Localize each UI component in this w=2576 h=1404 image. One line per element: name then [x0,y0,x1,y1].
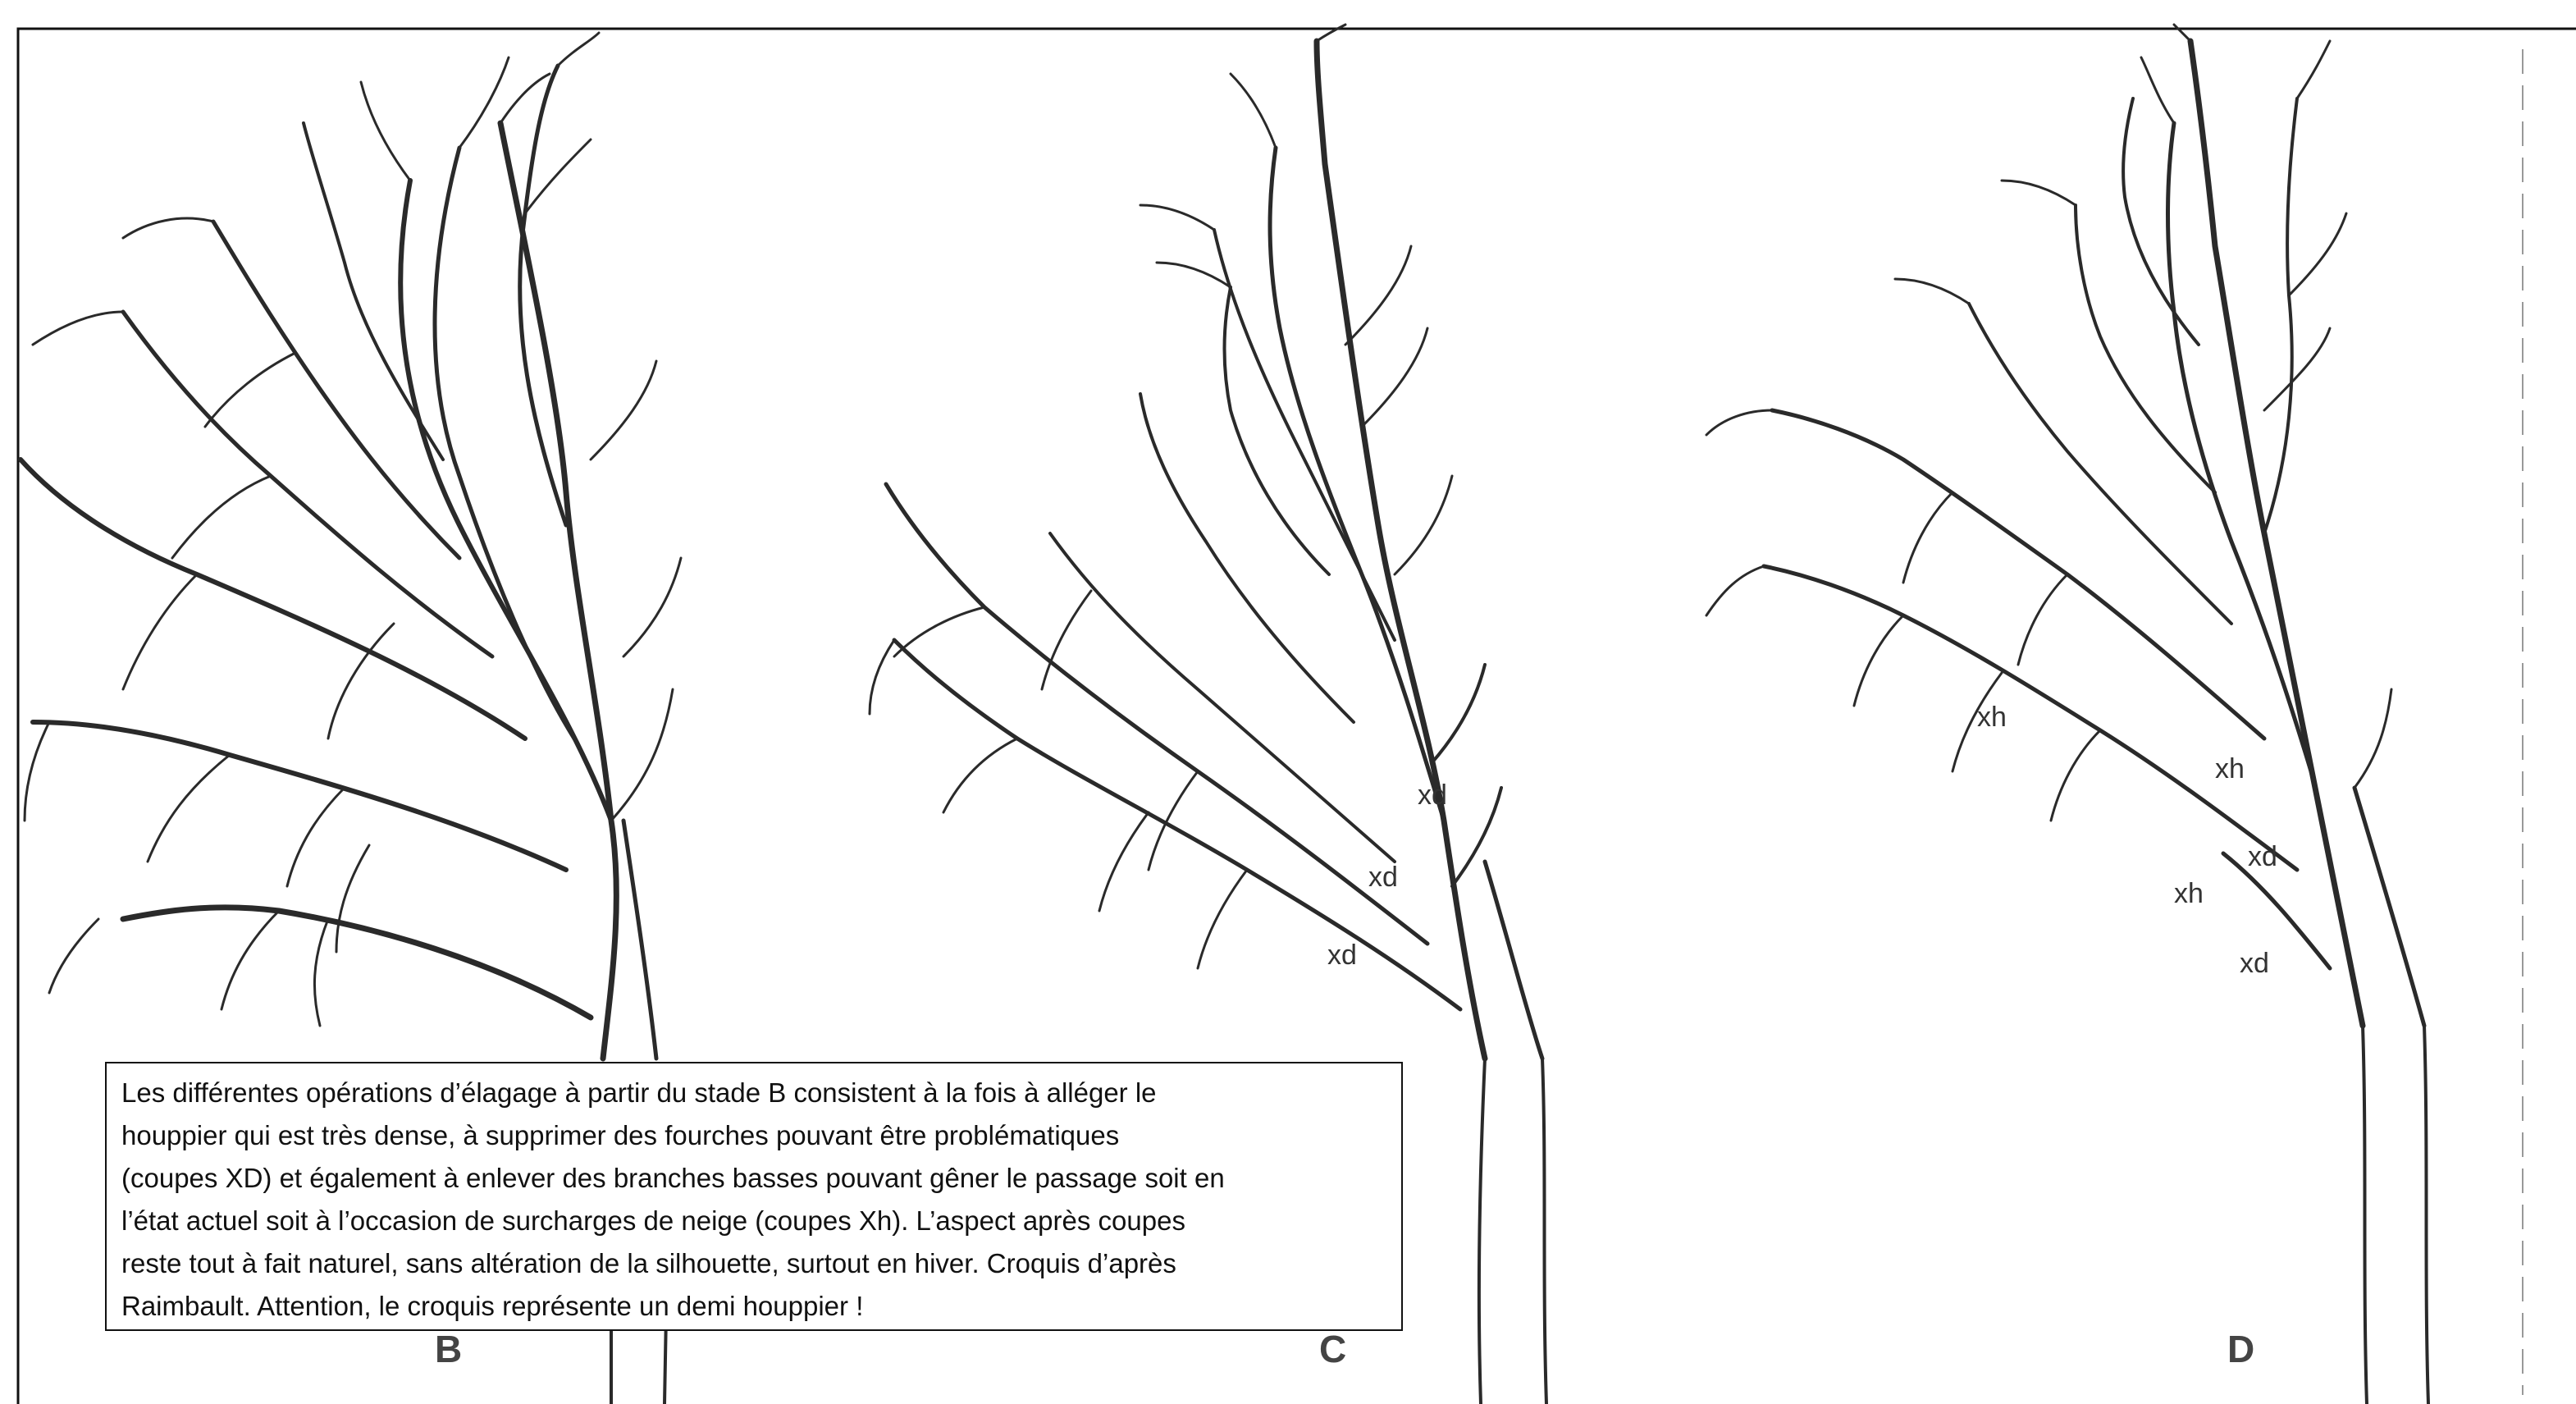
tree-d-cut-5: xd [2240,948,2269,979]
caption-line: Les différentes opérations d’élagage à p… [121,1072,1386,1114]
tree-d-cut-3: xd [2248,841,2277,872]
caption-line: (coupes XD) et également à enlever des b… [121,1157,1386,1200]
tree-c-cut-2: xd [1368,862,1398,893]
caption-line: l’état actuel soit à l’occasion de surch… [121,1200,1386,1242]
tree-c-cut-1: xd [1418,780,1447,811]
caption-box: Les différentes opérations d’élagage à p… [105,1062,1403,1331]
caption-line: reste tout à fait naturel, sans altérati… [121,1242,1386,1285]
tree-b-label: B [435,1328,462,1370]
tree-d-label: D [2227,1328,2254,1370]
tree-c-label: C [1319,1328,1346,1370]
tree-d-cut-2: xh [2215,753,2245,784]
tree-d [1706,25,2428,1404]
caption-line: Raimbault. Attention, le croquis représe… [121,1285,1386,1328]
tree-c-cut-3: xd [1327,940,1357,971]
tree-d-cut-1: xh [1977,702,2007,733]
tree-d-trunk [2363,1026,2428,1404]
caption-line: houppier qui est très dense, à supprimer… [121,1114,1386,1157]
tree-d-cut-4: xh [2174,878,2204,909]
tree-c-trunk [1479,1059,1546,1404]
